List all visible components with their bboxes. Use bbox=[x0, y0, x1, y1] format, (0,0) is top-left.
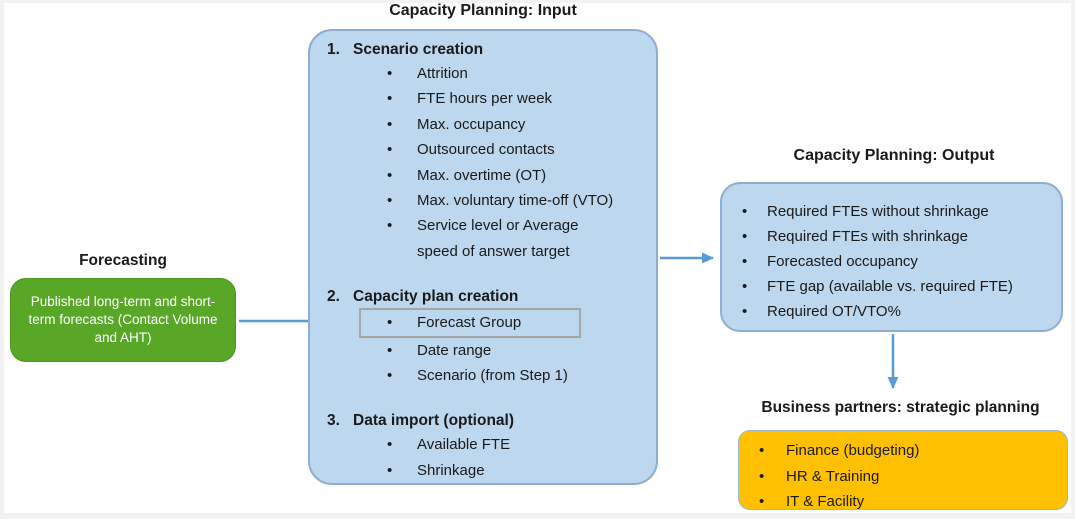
list-item: Scenario (from Step 1) bbox=[310, 363, 656, 388]
capacity-planning-output-box: Required FTEs without shrinkage Required… bbox=[720, 182, 1063, 332]
bullet-icon bbox=[387, 137, 417, 162]
list-item: Date range bbox=[310, 338, 656, 363]
list-item: Available FTE bbox=[310, 432, 656, 457]
output-section-title: Capacity Planning: Output bbox=[793, 147, 995, 164]
bullet-icon bbox=[742, 299, 767, 324]
section-heading: 1. Scenario creation bbox=[310, 39, 656, 61]
bullet-icon bbox=[387, 188, 417, 213]
bullet-icon bbox=[387, 163, 417, 188]
business-partners-title: Business partners: strategic planning bbox=[761, 399, 1040, 416]
bullet-icon bbox=[742, 274, 767, 299]
list-item: Outsourced contacts bbox=[310, 137, 656, 162]
list-item: Max. overtime (OT) bbox=[310, 163, 656, 188]
bullet-icon bbox=[387, 432, 417, 457]
section-capacity-plan-creation: 2. Capacity plan creation Forecast Group… bbox=[310, 286, 656, 388]
list-item: Max. voluntary time-off (VTO) bbox=[310, 188, 656, 213]
list-item: IT & Facility bbox=[739, 489, 1067, 515]
bullet-icon bbox=[387, 61, 417, 86]
list-item: FTE gap (available vs. required FTE) bbox=[722, 274, 1061, 299]
bullet-icon bbox=[742, 224, 767, 249]
bullet-icon bbox=[387, 112, 417, 137]
bullet-icon bbox=[759, 464, 786, 490]
forecasting-title: Forecasting bbox=[79, 252, 167, 269]
business-partners-box: Finance (budgeting) HR & Training IT & F… bbox=[738, 430, 1068, 510]
list-item: Finance (budgeting) bbox=[739, 438, 1067, 464]
section-heading-text: Scenario creation bbox=[353, 41, 484, 58]
bullet-icon bbox=[387, 458, 417, 483]
section-data-import: 3. Data import (optional) Available FTE … bbox=[310, 410, 656, 483]
section-number: 3. bbox=[327, 412, 340, 430]
section-heading: 3. Data import (optional) bbox=[310, 410, 656, 432]
bullet-icon bbox=[387, 338, 417, 363]
forecast-group-highlight: Forecast Group bbox=[359, 308, 581, 338]
list-item: Attrition bbox=[310, 61, 656, 86]
bullet-icon bbox=[387, 213, 417, 264]
list-item-forecast-group: Forecast Group bbox=[361, 310, 579, 335]
capacity-planning-input-box: 1. Scenario creation Attrition FTE hours… bbox=[308, 29, 658, 485]
bullet-icon bbox=[759, 438, 786, 464]
section-scenario-creation: 1. Scenario creation Attrition FTE hours… bbox=[310, 39, 656, 264]
bullet-icon bbox=[742, 249, 767, 274]
list-item: Max. occupancy bbox=[310, 112, 656, 137]
forecasting-box: Published long-term and short-term forec… bbox=[10, 278, 236, 362]
section-heading-text: Data import (optional) bbox=[353, 412, 515, 430]
list-item: Required FTEs without shrinkage bbox=[722, 199, 1061, 224]
list-item: Forecasted occupancy bbox=[722, 249, 1061, 274]
bullet-icon bbox=[742, 199, 767, 224]
list-item: Required OT/VTO% bbox=[722, 299, 1061, 324]
bullet-icon bbox=[387, 86, 417, 111]
bullet-icon bbox=[759, 489, 786, 515]
bullet-icon bbox=[387, 310, 417, 335]
list-item: Required FTEs with shrinkage bbox=[722, 224, 1061, 249]
section-heading-text: Capacity plan creation bbox=[353, 288, 519, 306]
input-section-title: Capacity Planning: Input bbox=[389, 2, 577, 19]
list-item: FTE hours per week bbox=[310, 86, 656, 111]
section-heading: 2. Capacity plan creation bbox=[310, 286, 656, 308]
forecasting-body-text: Published long-term and short-term forec… bbox=[28, 294, 218, 345]
list-item: Service level or Average speed of answer… bbox=[310, 213, 656, 264]
section-number: 2. bbox=[327, 288, 340, 306]
list-item: HR & Training bbox=[739, 464, 1067, 490]
list-item: Shrinkage bbox=[310, 458, 656, 483]
section-number: 1. bbox=[327, 41, 340, 58]
bullet-icon bbox=[387, 363, 417, 388]
